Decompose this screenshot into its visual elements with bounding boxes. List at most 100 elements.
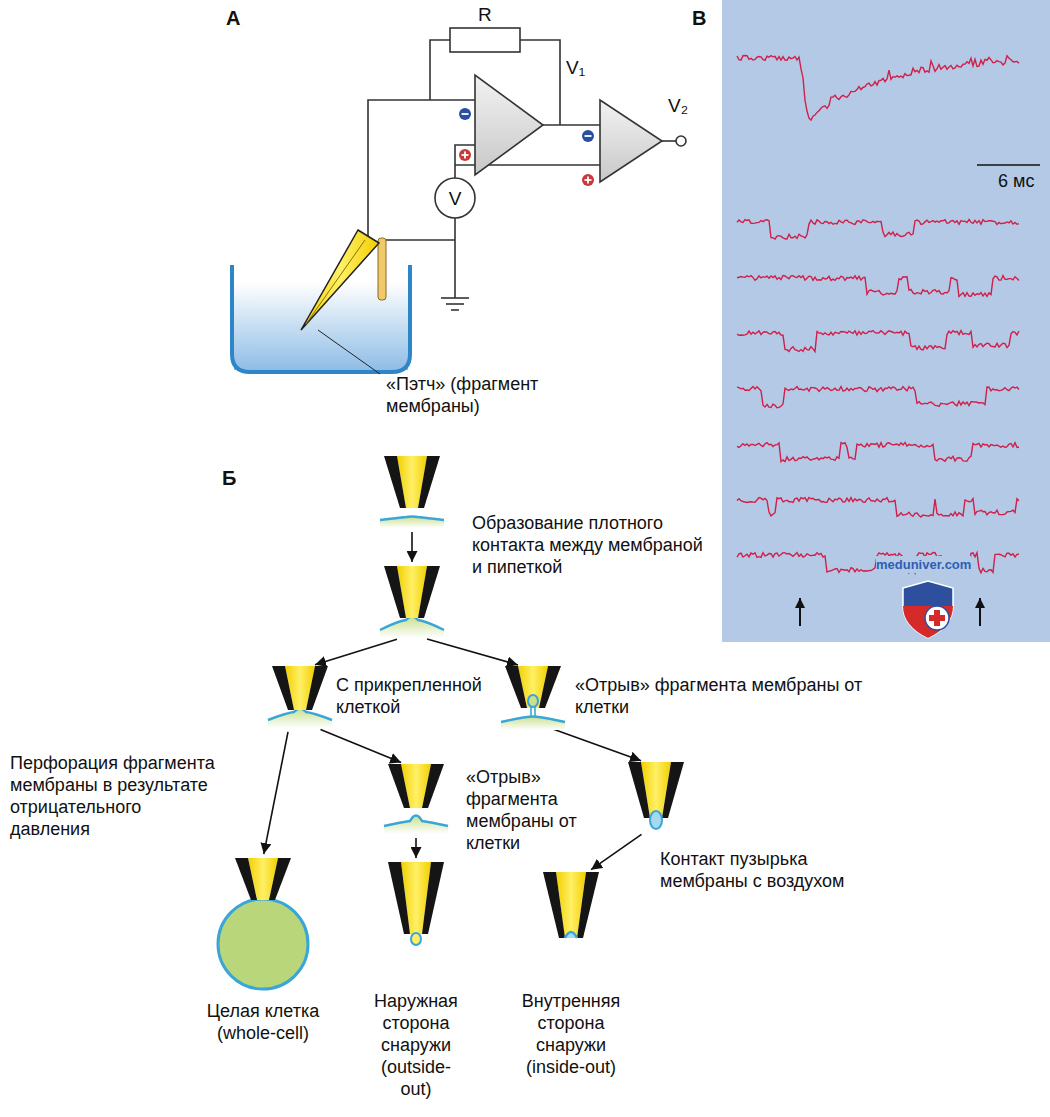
recording-panel: [722, 0, 1050, 642]
stage-caption: «Отрыв» фрагмента мембраны от клетки: [466, 766, 578, 854]
inside-out-patch: [565, 932, 577, 938]
figure-label: meduniver.com: [876, 556, 971, 573]
flow-arrow: [591, 834, 641, 869]
op-amp-symbol: [600, 100, 662, 182]
patch-pipette: [301, 230, 379, 330]
drawing-part: [587, 177, 589, 184]
pipette-drawing: [543, 872, 599, 946]
stage-caption: Внутренняя сторона снаружи (inside-out): [515, 990, 627, 1078]
output-terminal: [676, 136, 686, 146]
watermark-logo: [903, 581, 953, 638]
cell-membrane: [501, 717, 565, 731]
drawing-part: [464, 152, 466, 159]
pipette-stage: [384, 566, 440, 638]
current-trace: [737, 553, 1019, 573]
flow-arrow: [554, 729, 641, 760]
drawing-part: [368, 100, 475, 236]
figure-label: 6 мс: [998, 170, 1034, 192]
whole-cell: [218, 899, 308, 989]
drawing-part: [582, 130, 594, 142]
pipette-stage: «Отрыв» фрагмента мембраны от клетки: [388, 764, 444, 834]
pipette-wall: [662, 762, 684, 818]
pipette-drawing: [388, 862, 444, 946]
outside-out-patch: [411, 933, 421, 945]
pipette-wall: [539, 666, 561, 708]
pipette-wall: [306, 666, 328, 710]
figure-label: V: [449, 187, 462, 210]
pipette-stage: С прикрепленной клеткой: [272, 666, 328, 728]
pipette-wall: [577, 872, 599, 938]
stage-caption: Целая клетка (whole-cell): [188, 1000, 338, 1044]
current-traces: [737, 56, 1019, 573]
cell-membrane: [268, 709, 332, 729]
drawing-part: [459, 149, 471, 161]
panel-letter: В: [692, 6, 706, 30]
pipette-stage: [628, 762, 684, 832]
drawing-part: [430, 40, 450, 100]
cell-membrane: [380, 517, 444, 529]
pipette-drawing: [272, 666, 328, 728]
flow-arrow: [315, 639, 397, 665]
stage-caption: Наружная сторона снаружи (outside-out): [366, 990, 466, 1100]
stimulus-arrow: [979, 598, 981, 626]
resistor-symbol: [450, 28, 520, 52]
pipette-stage: Целая клетка (whole-cell): [215, 858, 311, 992]
pipette-wall: [388, 764, 410, 808]
pipette-wall: [269, 858, 291, 900]
drawing-part: [585, 135, 592, 137]
pipette-wall: [388, 862, 410, 934]
pipette-wall: [422, 764, 444, 808]
cell-membrane: [380, 617, 444, 639]
current-trace: [737, 387, 1019, 408]
current-trace: [737, 498, 1019, 518]
op-amp-symbol: [475, 75, 543, 175]
pipette-wall: [422, 862, 444, 934]
leader-line: [318, 330, 380, 374]
pipette-wall: [384, 566, 406, 618]
drawing-part: [386, 239, 455, 241]
panel-letter: А: [226, 6, 240, 30]
panel-letter: Б: [222, 466, 236, 490]
step-note: Контакт пузырька мембраны с воздухом: [660, 848, 890, 892]
drawing-part: [441, 297, 469, 299]
current-trace: [737, 331, 1019, 352]
drawing-part: [903, 581, 953, 638]
figure-label: V₂: [668, 94, 688, 117]
current-trace: [737, 220, 1019, 239]
drawing-part: [543, 124, 600, 126]
membrane-bleb: [528, 695, 538, 707]
flow-arrow: [321, 730, 402, 763]
pipette-drawing: [215, 858, 311, 992]
drawing-part: [459, 108, 471, 120]
figure-label: «Пэтч» (фрагмент мембраны): [386, 373, 576, 417]
stage-caption: С прикрепленной клеткой: [336, 674, 516, 718]
figure-label: V₁: [566, 56, 585, 79]
drawing-part: [462, 113, 469, 115]
flow-arrow: [411, 532, 413, 562]
membrane-edge: [384, 816, 448, 827]
pipette-stage: [384, 456, 440, 528]
membrane-edge: [268, 709, 332, 721]
membrane-vesicle: [650, 811, 662, 829]
stimulus-arrow: [799, 598, 801, 626]
current-trace: [737, 276, 1019, 297]
pipette-drawing: [628, 762, 684, 832]
pipette-drawing: [388, 764, 444, 834]
membrane-edge: [380, 517, 444, 521]
circuit-wires: [368, 40, 676, 298]
stage-caption: «Отрыв» фрагмента мембраны от клетки: [575, 674, 905, 718]
pipette-wall: [418, 566, 440, 618]
pipette-wall: [272, 666, 294, 710]
drawing-part: [446, 303, 464, 305]
pipette-drawing: [505, 666, 561, 728]
pipette-stage: «Отрыв» фрагмента мембраны от клетки: [505, 666, 561, 728]
ground-symbol: [441, 298, 469, 310]
pipette-wall: [543, 872, 565, 938]
pipette-wall: [418, 456, 440, 508]
pipette-drawing: [384, 566, 440, 638]
pipette-wall: [505, 666, 527, 708]
drawing-part: [454, 218, 456, 298]
pipette-stage: Наружная сторона снаружи (outside-out): [388, 862, 444, 946]
step-note: Образование плотного контакта между мемб…: [472, 512, 712, 578]
